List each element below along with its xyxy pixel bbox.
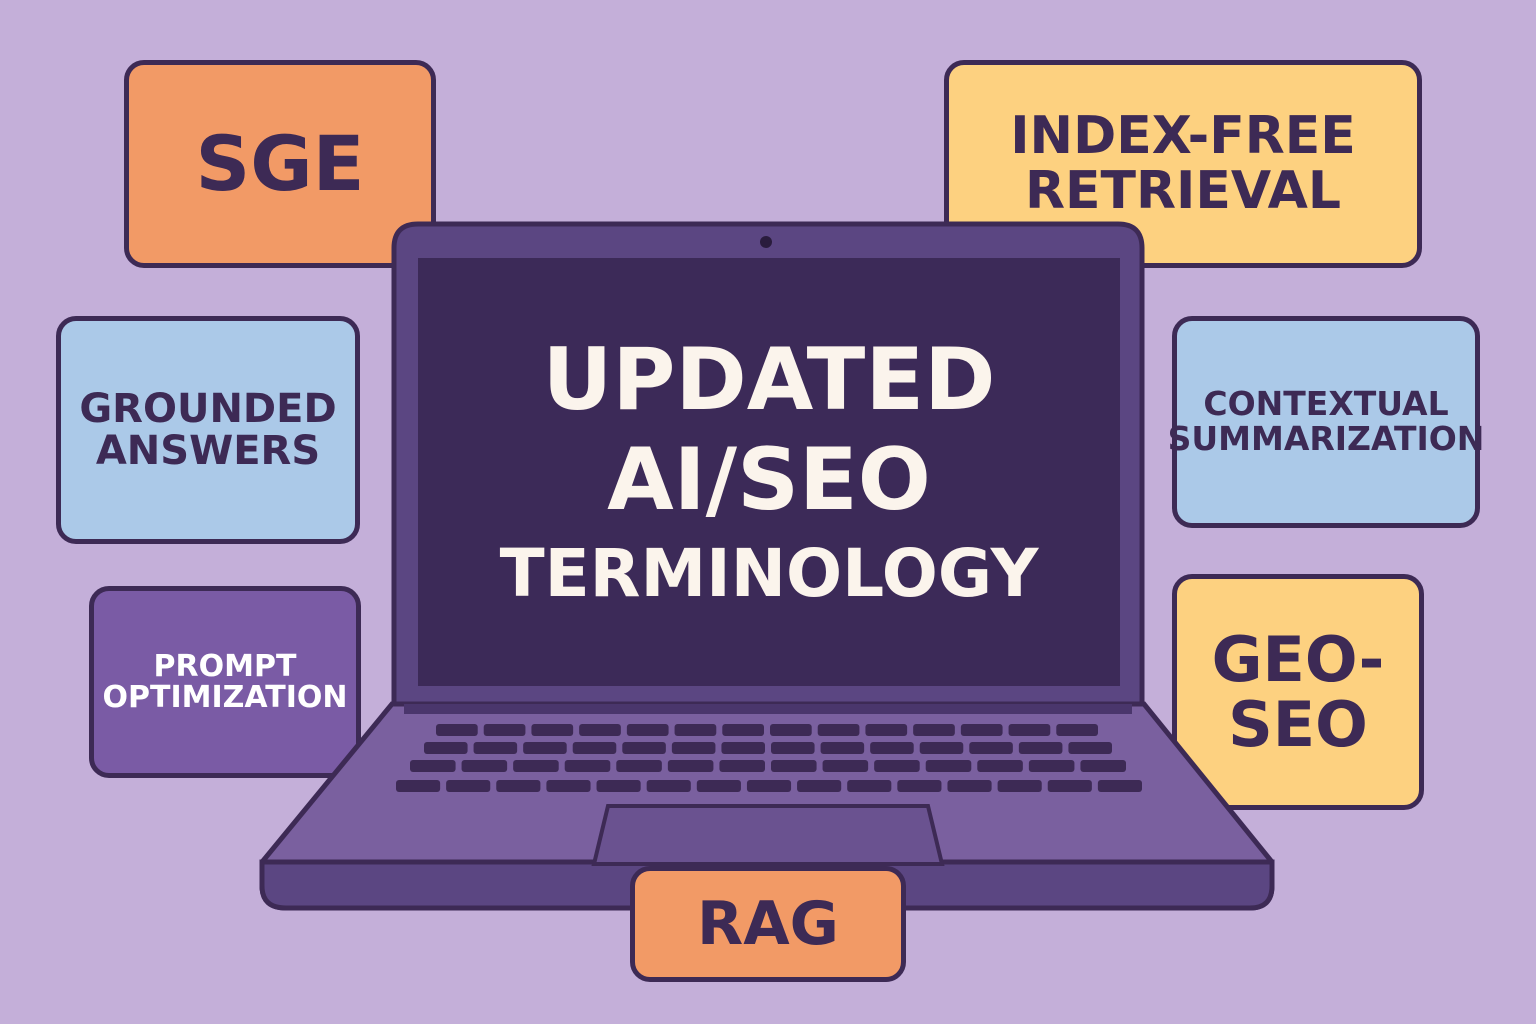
term-label: RETRIEVAL: [1024, 161, 1342, 221]
term-label: SUMMARIZATION: [1167, 419, 1485, 458]
webcam-icon: [760, 236, 772, 248]
keyboard-key: [771, 742, 815, 754]
keyboard-key: [564, 760, 611, 772]
term-card-sge: SGE: [124, 60, 436, 268]
term-card-rag: RAG: [630, 866, 906, 982]
keyboard-key: [797, 780, 842, 792]
term-label: SEO: [1228, 688, 1368, 761]
keyboard-key: [817, 724, 860, 736]
keyboard-key: [1018, 742, 1063, 754]
keyboard-key: [770, 724, 812, 736]
keyboard-key: [1056, 724, 1098, 736]
term-card-geo-seo: GEO- SEO: [1172, 574, 1424, 810]
screen-title-line: TERMINOLOGY: [499, 535, 1039, 612]
keyboard-key: [746, 780, 792, 792]
laptop-screen: [418, 258, 1120, 686]
keyboard-key: [960, 724, 1003, 736]
keyboard-key: [1068, 742, 1112, 754]
keyboard-key: [461, 760, 508, 772]
keyboard-key: [870, 742, 914, 754]
keyboard-key: [579, 724, 621, 736]
keyboard-key: [969, 742, 1013, 754]
keyboard-key: [820, 742, 865, 754]
keyboard-key: [822, 760, 869, 772]
keyboard-key: [410, 760, 456, 772]
keyboard-key: [513, 760, 559, 772]
keyboard-key: [1080, 760, 1126, 772]
keyboard-key: [977, 760, 1023, 772]
keyboard-key: [1028, 760, 1075, 772]
keyboard-key: [1047, 780, 1092, 792]
laptop-hinge: [404, 704, 1132, 714]
keyboard-key: [446, 780, 491, 792]
term-card-contextual-summarization: CONTEXTUAL SUMMARIZATION: [1168, 316, 1484, 528]
term-card-index-free-retrieval: INDEX-FREE RETRIEVAL: [944, 60, 1422, 268]
screen-title-line: AI/SEO: [607, 430, 931, 530]
term-label: RAG: [697, 888, 839, 959]
keyboard-key: [721, 742, 765, 754]
keyboard-key: [997, 780, 1042, 792]
keyboard-key: [546, 780, 591, 792]
keyboard-key: [913, 724, 955, 736]
term-label: PROMPT: [153, 648, 297, 684]
keyboard-key: [473, 742, 518, 754]
term-label: SGE: [195, 119, 365, 209]
keyboard-key: [919, 742, 964, 754]
keyboard-key: [722, 724, 764, 736]
keyboard-key: [865, 724, 908, 736]
keyboard-key: [396, 780, 441, 792]
term-label: OPTIMIZATION: [102, 680, 348, 715]
keyboard-key: [572, 742, 617, 754]
keyboard-key: [771, 760, 817, 772]
keyboard-key: [947, 780, 992, 792]
keyboard-key: [847, 780, 892, 792]
keyboard: [396, 724, 1142, 792]
keyboard-key: [925, 760, 972, 772]
term-card-prompt-optimization: PROMPT OPTIMIZATION: [89, 586, 361, 778]
keyboard-key: [719, 760, 765, 772]
keyboard-key: [897, 780, 942, 792]
term-label: GROUNDED: [79, 386, 337, 432]
keyboard-key: [596, 780, 641, 792]
keyboard-key: [531, 724, 574, 736]
screen-title: UPDATED AI/SEO TERMINOLOGY: [418, 258, 1120, 686]
term-card-grounded-answers: GROUNDED ANSWERS: [56, 316, 360, 544]
keyboard-key: [616, 760, 662, 772]
term-label: ANSWERS: [95, 428, 321, 474]
keyboard-key: [674, 724, 717, 736]
screen-title-line: UPDATED: [542, 330, 996, 430]
keyboard-key: [1008, 724, 1051, 736]
trackpad: [591, 804, 945, 866]
keyboard-key: [523, 742, 567, 754]
keyboard-key: [622, 742, 666, 754]
keyboard-key: [646, 780, 691, 792]
keyboard-key: [424, 742, 468, 754]
term-label: GEO-: [1211, 622, 1385, 696]
keyboard-key: [483, 724, 526, 736]
keyboard-key: [436, 724, 478, 736]
keyboard-key: [696, 780, 741, 792]
keyboard-key: [626, 724, 669, 736]
term-label: INDEX-FREE: [1010, 106, 1356, 167]
term-label: CONTEXTUAL: [1203, 384, 1449, 424]
keyboard-key: [874, 760, 920, 772]
keyboard-key: [1097, 780, 1142, 792]
keyboard-key: [496, 780, 541, 792]
keyboard-key: [667, 760, 714, 772]
keyboard-key: [671, 742, 716, 754]
